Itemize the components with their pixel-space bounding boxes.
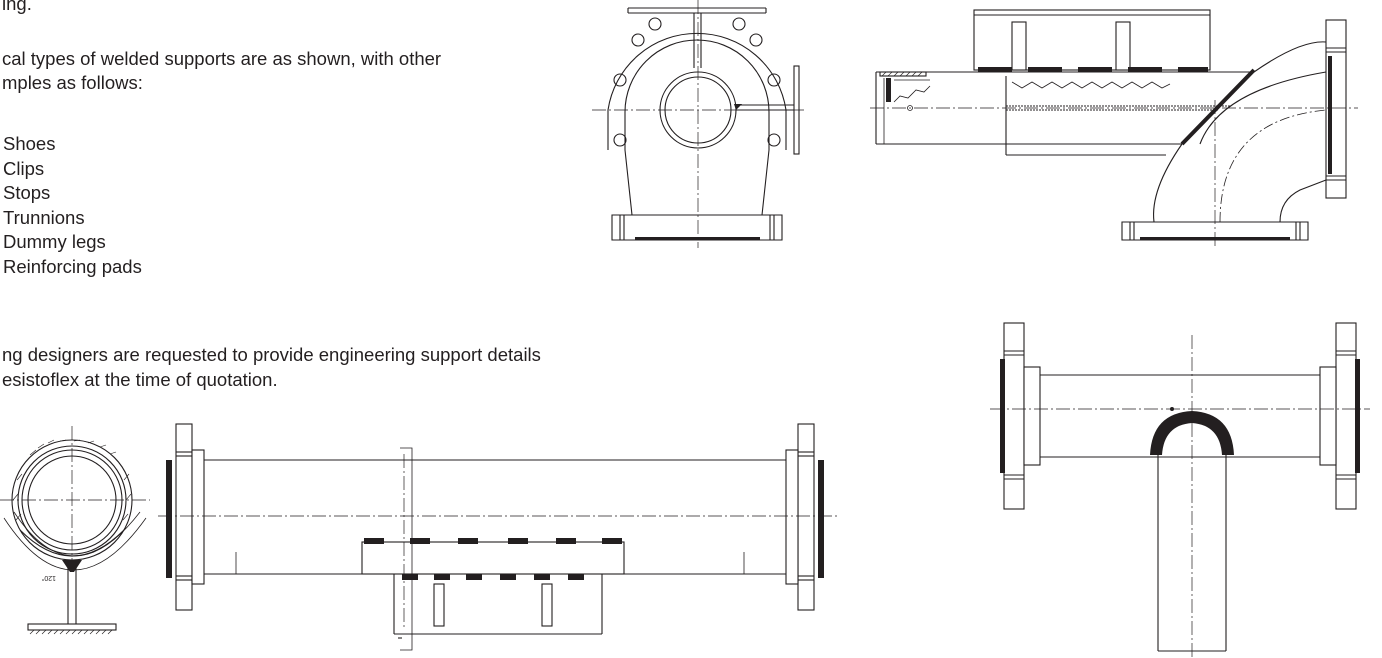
list-item-dummy-legs: Dummy legs — [3, 231, 106, 252]
intro-line-0: ing. — [2, 0, 32, 14]
support-examples-list: Shoes Clips Stops Trunnions Dummy legs R… — [3, 132, 142, 279]
list-item-trunnions: Trunnions — [3, 206, 85, 228]
elbow-side-view-drawing — [870, 9, 1358, 248]
request-line-1: ng designers are requested to provide en… — [2, 344, 541, 365]
angle-mark-label: 120° — [41, 574, 56, 582]
intro-line-1: cal types of welded supports are as show… — [2, 48, 442, 69]
request-line-2: esistoflex at the time of quotation. — [2, 369, 278, 390]
list-item-reinforcing-pads: Reinforcing pads — [3, 255, 142, 277]
list-item-shoes: Shoes — [3, 133, 56, 154]
list-item-clips: Clips — [3, 157, 45, 179]
straight-pipe-shoe-drawing — [158, 423, 838, 651]
tee-reinforcing-pad-drawing — [990, 322, 1370, 658]
list-item-stops: Stops — [3, 182, 51, 203]
elbow-end-view-drawing — [592, 0, 804, 248]
pipe-section-tee-support-drawing: 120° — [0, 426, 150, 635]
intro-line-2: mples as follows: — [2, 72, 143, 93]
